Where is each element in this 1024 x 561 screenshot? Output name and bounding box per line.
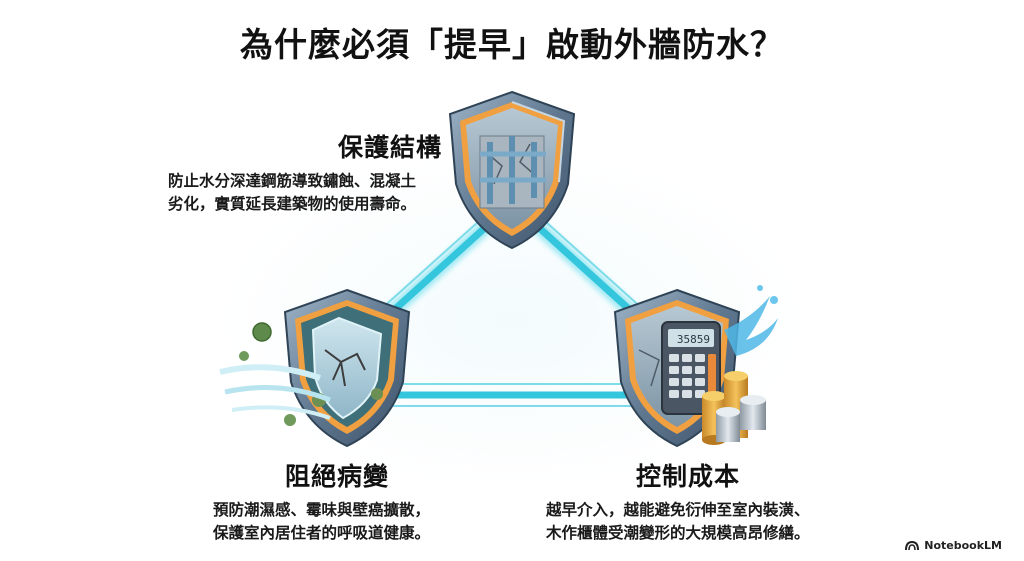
notebooklm-logo-icon [905, 540, 920, 551]
node-block-heading: 阻絕病變 [285, 462, 390, 491]
brand-watermark: NotebookLM [905, 539, 1002, 552]
coins-icon [702, 371, 766, 445]
node-cost-description: 越早介入，越能避免衍伸至室內裝潢、 木作櫃體受潮變形的大規模高昂修繕。 [546, 499, 846, 545]
virus-icon [239, 322, 296, 426]
page-title: 為什麼必須「提早」啟動外牆防水？ [240, 25, 784, 64]
airflow-icon [219, 364, 331, 420]
shield-structure-icon [448, 90, 576, 250]
node-protect-structure: 保護結構 防止水分深達鋼筋導致鏽蝕、混凝土 劣化，實質延長建築物的使用壽命。 [168, 128, 468, 216]
node-block-line-1: 預防潮濕感、霉味與壁癌擴散， [213, 501, 431, 519]
node-protect-line-1: 防止水分深達鋼筋導致鏽蝕、混凝土 [168, 172, 417, 190]
connector-bottom [384, 383, 640, 407]
node-cost-line-2: 木作櫃體受潮變形的大規模高昂修繕。 [546, 524, 810, 542]
node-cost-line-1: 越早介入，越能避免衍伸至室內裝潢、 [546, 501, 810, 519]
shield-health-icon [283, 288, 411, 448]
node-protect-description: 防止水分深達鋼筋導致鏽蝕、混凝土 劣化，實質延長建築物的使用壽命。 [168, 170, 468, 216]
node-block-line-2: 保護室內居住者的呼吸道健康。 [213, 524, 431, 542]
node-control-cost: 控制成本 越早介入，越能避免衍伸至室內裝潢、 木作櫃體受潮變形的大規模高昂修繕。 [546, 457, 846, 545]
water-splash-icon [724, 285, 778, 356]
node-cost-heading: 控制成本 [636, 462, 741, 491]
calculator-icon: 35859 [661, 321, 721, 415]
node-block-disease: 阻絕病變 預防潮濕感、霉味與壁癌擴散， 保護室內居住者的呼吸道健康。 [213, 457, 503, 545]
calculator-display: 35859 [677, 333, 710, 346]
node-block-description: 預防潮濕感、霉味與壁癌擴散， 保護室內居住者的呼吸道健康。 [213, 499, 503, 545]
node-protect-heading: 保護結構 [337, 133, 442, 162]
node-protect-line-2: 劣化，實質延長建築物的使用壽命。 [168, 195, 417, 213]
brand-name: NotebookLM [924, 539, 1002, 552]
